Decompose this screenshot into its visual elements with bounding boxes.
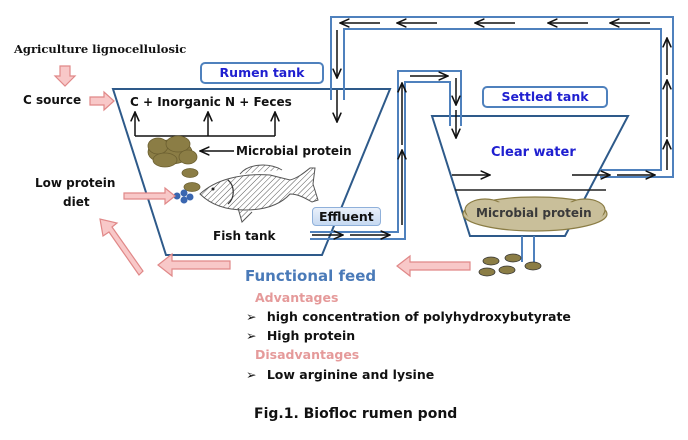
functional-feed-label: Functional feed — [245, 267, 377, 285]
microbial-protein-rumen-label: Microbial protein — [236, 144, 352, 158]
settled-tank-label: Settled tank — [482, 86, 608, 108]
low-protein-diet-line1: Low protein — [35, 176, 116, 190]
input-tree — [135, 112, 275, 151]
low-protein-diet-line2: diet — [63, 195, 90, 209]
arrow-pellets-to-feed — [396, 254, 471, 278]
clear-water-label: Clear water — [491, 145, 576, 160]
settled-tank-outline — [430, 115, 630, 237]
advantage-item: ➢ High protein — [246, 328, 356, 343]
settled-floc-cloud — [462, 196, 608, 232]
arrow-feed-to-left — [157, 252, 231, 278]
advantages-heading: Advantages — [255, 290, 339, 305]
c-source-label: C source — [23, 93, 82, 107]
arrow-c-to-tank — [89, 90, 115, 112]
bullet-arrow-icon: ➢ — [246, 367, 257, 382]
bullet-arrow-icon: ➢ — [246, 328, 257, 343]
effluent-label: Effluent — [312, 207, 381, 226]
effluent-pipe-arrows — [312, 76, 456, 235]
disadvantages-heading: Disadvantages — [255, 347, 360, 362]
bullet-arrow-icon: ➢ — [246, 309, 257, 324]
fish-tank-label: Fish tank — [213, 229, 276, 243]
fish-icon — [199, 164, 319, 223]
arrow-agri-to-c — [53, 65, 77, 87]
rumen-floc-cloud — [147, 135, 201, 192]
arrow-up-to-diet — [99, 218, 144, 276]
microbial-protein-settled-label: Microbial protein — [476, 206, 592, 220]
figure-caption: Fig.1. Biofloc rumen pond — [254, 406, 458, 422]
rumen-tank-label: Rumen tank — [200, 62, 324, 84]
arrow-diet-to-fish — [123, 186, 176, 206]
inputs-label: C + Inorganic N + Feces — [130, 95, 292, 109]
disadvantage-item: ➢ Low arginine and lysine — [246, 367, 435, 382]
agri-lignocellulosic-label: Agriculture lignocellulosic — [14, 42, 187, 56]
advantage-item: ➢ high concentration of polyhydroxybutyr… — [246, 309, 571, 324]
return-pipe-arrows — [337, 23, 667, 175]
pink-arrows — [53, 65, 471, 278]
blue-pellets — [173, 189, 194, 204]
fish-tank-outline — [111, 88, 392, 256]
feed-pellets — [478, 253, 542, 277]
